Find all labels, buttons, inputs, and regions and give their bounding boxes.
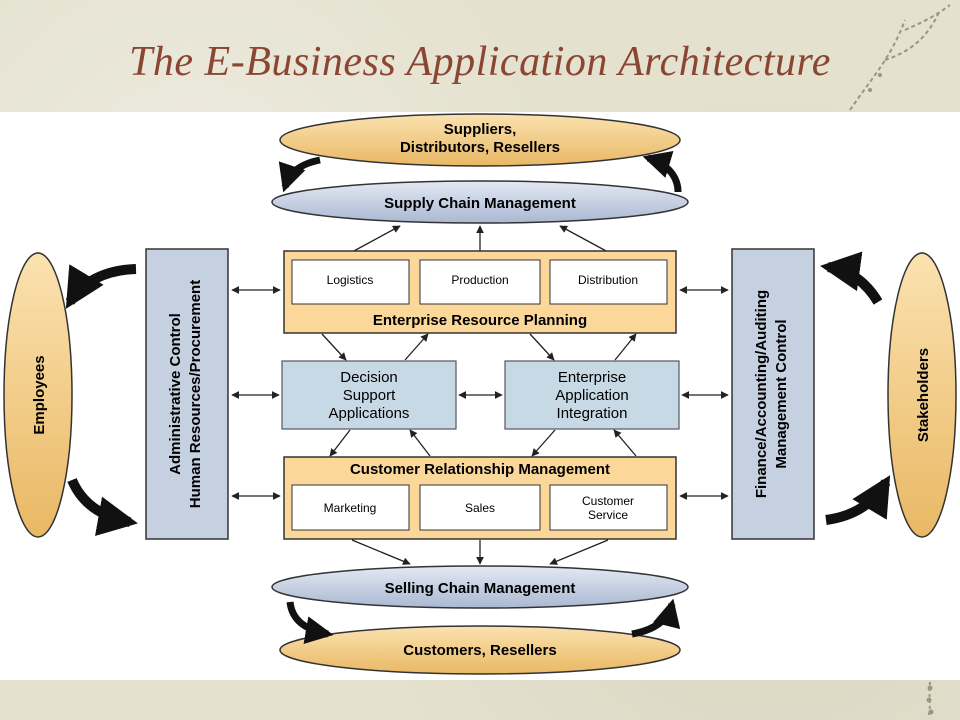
selling-chain-label: Selling Chain Management xyxy=(385,580,576,597)
crm-box: Customer Relationship Management Marketi… xyxy=(283,456,677,540)
curved-arrow-icon xyxy=(825,475,891,525)
erp-module-production: Production xyxy=(451,273,508,287)
enterprise-integration-box: Enterprise Application Integration xyxy=(504,360,680,430)
eai-label-1: Enterprise xyxy=(558,369,626,386)
suppliers-label-2: Distributors, Resellers xyxy=(400,139,560,156)
admin-label-2: Human Resources/Procurement xyxy=(187,280,204,508)
crm-label: Customer Relationship Management xyxy=(350,461,610,478)
admin-label-1: Administrative Control xyxy=(167,313,184,475)
curved-arrow-icon xyxy=(631,598,681,638)
curved-arrow-icon xyxy=(67,477,138,537)
curved-arrow-icon xyxy=(278,156,321,193)
architecture-diagram: Suppliers, Distributors, Resellers Suppl… xyxy=(0,112,960,680)
customers-oval: Customers, Resellers xyxy=(279,625,681,675)
decision-support-box: Decision Support Applications xyxy=(281,360,457,430)
erp-box: Logistics Production Distribution Enterp… xyxy=(283,250,677,334)
stakeholders-label: Stakeholders xyxy=(915,348,932,442)
supply-chain-oval: Supply Chain Management xyxy=(271,180,689,224)
finance-label-1: Finance/Accounting/Auditing xyxy=(753,290,770,498)
erp-label: Enterprise Resource Planning xyxy=(373,312,587,329)
customers-label: Customers, Resellers xyxy=(403,642,556,659)
employees-label: Employees xyxy=(31,355,48,434)
slide-title: The E-Business Application Architecture xyxy=(129,39,831,85)
curved-arrow-icon xyxy=(820,251,883,305)
suppliers-label-1: Suppliers, xyxy=(444,121,517,138)
employees-oval: Employees xyxy=(3,252,73,538)
suppliers-oval: Suppliers, Distributors, Resellers xyxy=(279,113,681,167)
dss-label-1: Decision xyxy=(340,369,398,386)
crm-module-sales: Sales xyxy=(465,501,495,515)
crm-module-customer-service-1: Customer xyxy=(582,494,634,508)
curved-arrow-icon xyxy=(65,264,137,309)
eai-label-3: Integration xyxy=(557,405,628,422)
finance-label-2: Management Control xyxy=(773,319,790,468)
erp-module-logistics: Logistics xyxy=(327,273,374,287)
dss-label-3: Applications xyxy=(329,405,410,422)
eai-label-2: Application xyxy=(555,387,628,404)
curved-arrow-icon xyxy=(642,151,682,193)
crm-module-customer-service-2: Service xyxy=(588,508,628,522)
curved-arrow-icon xyxy=(286,601,334,644)
vine-decoration-top-right xyxy=(849,4,951,111)
supply-chain-label: Supply Chain Management xyxy=(384,195,576,212)
crm-module-marketing: Marketing xyxy=(324,501,377,515)
vine-decoration-bottom-right xyxy=(926,681,934,719)
stakeholders-oval: Stakeholders xyxy=(887,252,957,538)
selling-chain-oval: Selling Chain Management xyxy=(271,565,689,609)
finance-control-panel: Finance/Accounting/Auditing Management C… xyxy=(731,248,815,540)
administrative-control-panel: Administrative Control Human Resources/P… xyxy=(145,248,229,540)
dss-label-2: Support xyxy=(343,387,396,404)
erp-module-distribution: Distribution xyxy=(578,273,638,287)
